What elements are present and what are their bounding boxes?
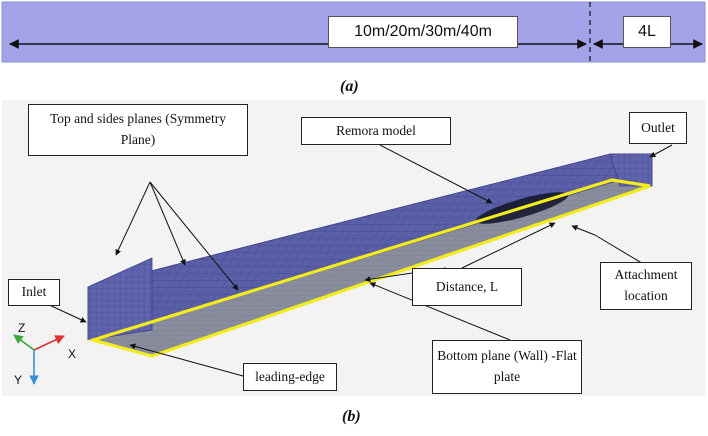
- distance-arrow-right: [461, 222, 556, 269]
- bottom-plane-callout: Bottom plane (Wall) -Flat plate: [432, 340, 582, 394]
- bottom-plane-arrow: [369, 282, 511, 341]
- axis-y-label: Y: [14, 373, 22, 387]
- symmetry-arrow-2: [149, 181, 186, 266]
- attachment-location-callout: Attachment location: [600, 262, 692, 310]
- distance-callout: Distance, L: [412, 268, 522, 306]
- symmetry-planes-callout: Top and sides planes (Symmetry Plane): [28, 104, 248, 156]
- inlet-face: [87, 257, 153, 341]
- outlet-callout: Outlet: [629, 112, 687, 144]
- domain-length-label: 10m/20m/30m/40m: [328, 16, 518, 48]
- outlet-face: [609, 153, 653, 187]
- remora-arrow: [379, 144, 493, 204]
- inlet-callout: Inlet: [8, 279, 60, 306]
- remora-model-callout: Remora model: [301, 117, 451, 145]
- symmetry-arrow-3: [149, 181, 239, 291]
- axis-x-label: X: [68, 347, 76, 361]
- outlet-arrow: [649, 144, 673, 158]
- leading-edge-callout: leading-edge: [243, 363, 337, 391]
- coordinate-axes: Z X Y: [13, 321, 76, 387]
- inlet-arrow: [44, 302, 87, 323]
- axis-z-label: Z: [18, 321, 25, 335]
- leading-edge-line: [129, 343, 244, 377]
- flat-plate-outline: [87, 178, 651, 358]
- panel-b-caption: (b): [342, 408, 361, 425]
- panel-a-caption: (a): [340, 78, 359, 95]
- attachment-arrow: [571, 225, 596, 236]
- outlet-length-label: 4L: [623, 16, 671, 48]
- symmetry-arrow-1: [115, 181, 151, 256]
